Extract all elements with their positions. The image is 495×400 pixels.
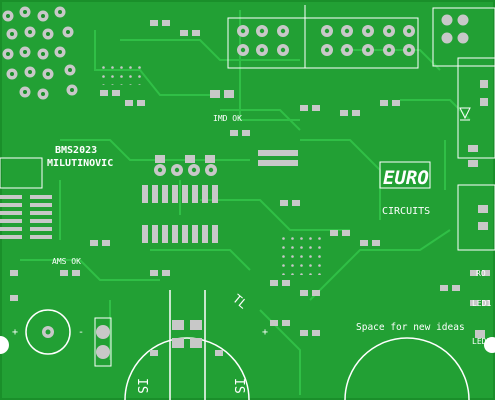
ic-left-outline bbox=[0, 157, 43, 189]
footprint-center-pads bbox=[150, 320, 223, 356]
plus-mark-left: + bbox=[12, 327, 18, 338]
resistor-array bbox=[142, 155, 218, 243]
is-label-left: IS bbox=[134, 378, 149, 394]
connector-top-right bbox=[432, 7, 495, 67]
via-grid bbox=[280, 235, 325, 275]
right-label-2: LED1 bbox=[472, 299, 491, 308]
is-label-right: IS bbox=[231, 378, 246, 394]
connector-right-upper bbox=[457, 57, 495, 159]
ic-left bbox=[0, 195, 52, 239]
smd-pads bbox=[10, 20, 460, 336]
mounting-holes bbox=[0, 336, 495, 354]
logo-top-text: EURO bbox=[383, 167, 429, 189]
minus-mark-left: - bbox=[78, 327, 84, 338]
right-label-1: RO bbox=[476, 269, 486, 278]
right-pads bbox=[468, 80, 490, 338]
right-label-3: LED2 bbox=[472, 337, 491, 346]
board-title-line1: BMS2023 bbox=[55, 145, 97, 156]
eurocircuits-logo: EURO CIRCUITS bbox=[379, 161, 431, 217]
via-grid-2 bbox=[100, 60, 145, 85]
imd-ok-label: IMD OK bbox=[213, 114, 242, 123]
capacitor-bottom-left bbox=[25, 309, 112, 367]
board-title-line2: MILUTINOVIC bbox=[47, 158, 113, 169]
space-note: Space for new ideas bbox=[356, 322, 465, 333]
resistor-array-holes bbox=[157, 167, 214, 173]
connector-right-lower bbox=[457, 184, 495, 251]
plus-mark-right: + bbox=[262, 327, 268, 338]
connector-top-left-holes bbox=[6, 10, 74, 96]
footprint-bottom-center bbox=[124, 290, 250, 400]
pin-header-top bbox=[227, 5, 419, 69]
trace-layer bbox=[20, 10, 471, 395]
ams-ok-label: AMS OK bbox=[52, 257, 81, 266]
footprint-bottom-right bbox=[344, 337, 470, 400]
logo-bottom-text: CIRCUITS bbox=[382, 206, 430, 217]
